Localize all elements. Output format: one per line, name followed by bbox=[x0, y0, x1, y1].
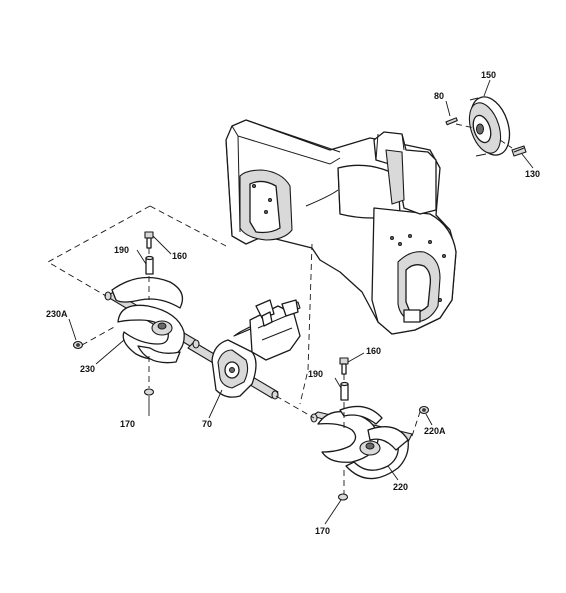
callout-230a: 230A bbox=[46, 309, 68, 319]
right-bolt bbox=[339, 357, 349, 375]
callout-150: 150 bbox=[481, 70, 496, 80]
right-auger bbox=[310, 405, 413, 480]
key-pin bbox=[445, 117, 458, 126]
pulley bbox=[468, 96, 511, 157]
assembly-lines bbox=[47, 123, 513, 494]
callout-labels: 150 80 130 190 160 230A 230 170 70 160 1… bbox=[46, 70, 540, 536]
right-spacer bbox=[340, 381, 349, 401]
gearbox-assembly bbox=[187, 299, 301, 400]
left-spacer bbox=[145, 255, 154, 275]
left-auger bbox=[104, 276, 197, 364]
callout-70: 70 bbox=[202, 419, 212, 429]
pulley-bolt bbox=[511, 145, 527, 157]
callout-190-right: 190 bbox=[308, 369, 323, 379]
callout-170-left: 170 bbox=[120, 419, 135, 429]
callout-230: 230 bbox=[80, 364, 95, 374]
callout-170-right: 170 bbox=[315, 526, 330, 536]
callout-160-left: 160 bbox=[172, 251, 187, 261]
callout-80: 80 bbox=[434, 91, 444, 101]
leader-lines bbox=[68, 79, 534, 525]
callout-160-right: 160 bbox=[366, 346, 381, 356]
right-nut bbox=[418, 405, 430, 415]
callout-220: 220 bbox=[393, 482, 408, 492]
callout-220a: 220A bbox=[424, 426, 446, 436]
left-bolt bbox=[144, 231, 154, 249]
right-lower-nut bbox=[337, 493, 349, 501]
callout-130: 130 bbox=[525, 169, 540, 179]
callout-190-left: 190 bbox=[114, 245, 129, 255]
left-nut bbox=[72, 340, 84, 350]
left-lower-nut bbox=[143, 388, 155, 396]
auger-housing bbox=[225, 119, 457, 335]
